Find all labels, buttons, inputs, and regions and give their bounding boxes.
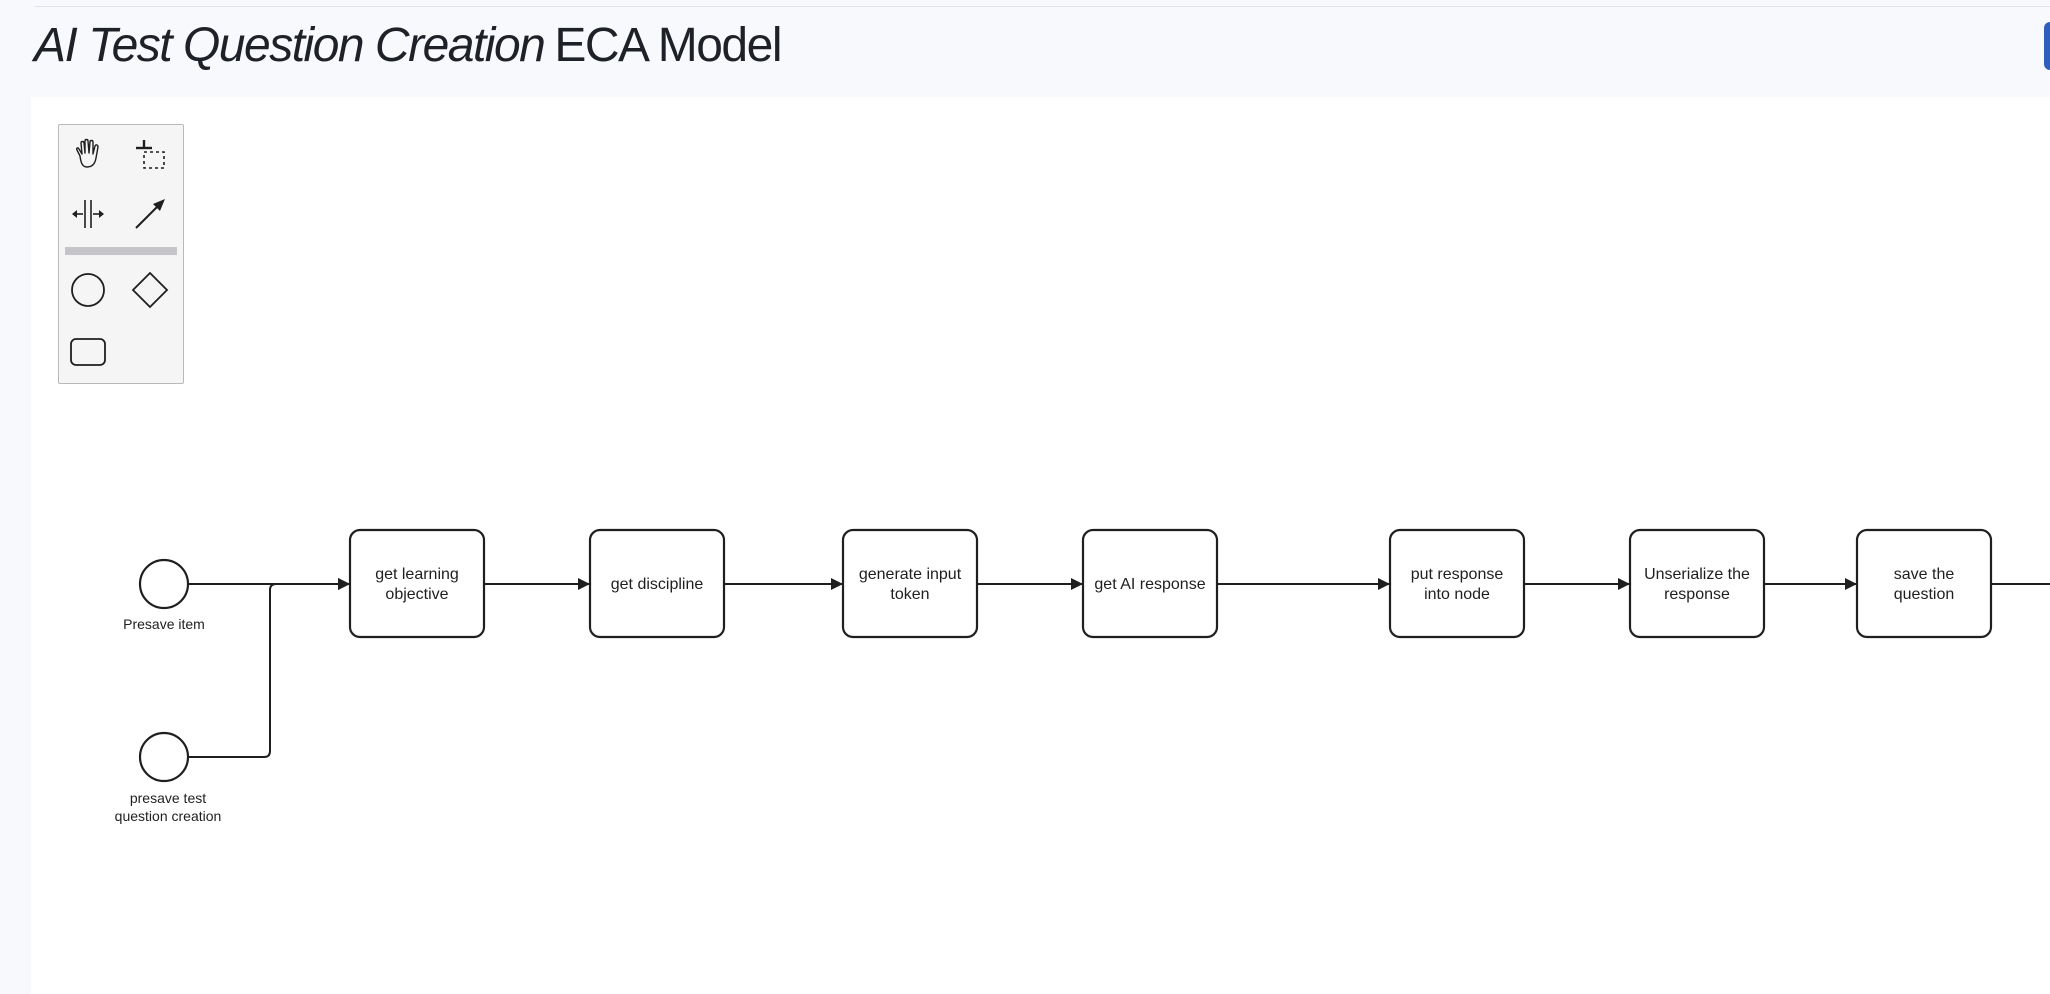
event-label: presave test <box>130 790 206 806</box>
start-event-presave-item[interactable]: Presave item <box>123 558 205 632</box>
tool-palette <box>58 124 184 384</box>
bpmn-diagram: Presave item presave test question creat… <box>115 528 2050 824</box>
task-label: get discipline <box>611 576 704 593</box>
space-tool[interactable] <box>65 191 111 237</box>
task-label: objective <box>385 586 448 603</box>
task-label: get AI response <box>1094 576 1205 593</box>
task-label: get learning <box>375 566 459 583</box>
page-title-rest: ECA Model <box>554 19 782 72</box>
task-label: question <box>1894 586 1955 603</box>
arrow-icon <box>135 199 165 229</box>
task-label: response <box>1664 586 1730 603</box>
event-label: Presave item <box>123 616 205 632</box>
palette-separator <box>65 247 177 255</box>
task-label: token <box>890 586 929 603</box>
circle-icon <box>71 273 105 307</box>
task-label: generate input <box>859 566 962 583</box>
lasso-icon <box>136 140 165 169</box>
create-gateway[interactable] <box>127 267 173 313</box>
task-label: into node <box>1424 586 1490 603</box>
create-event[interactable] <box>65 267 111 313</box>
task-label: save the <box>1894 566 1955 583</box>
task-label: put response <box>1411 566 1504 583</box>
task-save-the-question[interactable]: save the question <box>1855 528 1993 639</box>
hand-tool[interactable] <box>65 131 111 177</box>
lasso-tool[interactable] <box>127 131 173 177</box>
event-label: question creation <box>115 808 222 824</box>
task-put-response-into-node[interactable]: put response into node <box>1388 528 1526 639</box>
task-unserialize-the-response[interactable]: Unserialize the response <box>1628 528 1766 639</box>
hand-icon <box>76 138 99 168</box>
task-get-discipline[interactable]: get discipline <box>588 528 726 639</box>
header-divider <box>34 6 2050 7</box>
flow-line[interactable] <box>188 578 350 758</box>
task-get-ai-response[interactable]: get AI response <box>1081 528 1219 639</box>
create-task[interactable] <box>65 329 111 375</box>
rounded-rect-icon <box>70 338 106 366</box>
task-generate-input-token[interactable]: generate input token <box>841 528 979 639</box>
task-get-learning-objective[interactable]: get learning objective <box>348 528 486 639</box>
task-label: Unserialize the <box>1644 566 1750 583</box>
save-button[interactable] <box>2044 22 2050 70</box>
start-event-presave-test-question-creation[interactable]: presave test question creation <box>115 731 222 824</box>
diagram-canvas[interactable]: Presave item presave test question creat… <box>31 97 2050 994</box>
page-title-italic: AI Test Question Creation <box>34 19 546 72</box>
connect-tool[interactable] <box>127 191 173 237</box>
space-icon <box>72 200 104 228</box>
diamond-icon <box>131 271 169 309</box>
